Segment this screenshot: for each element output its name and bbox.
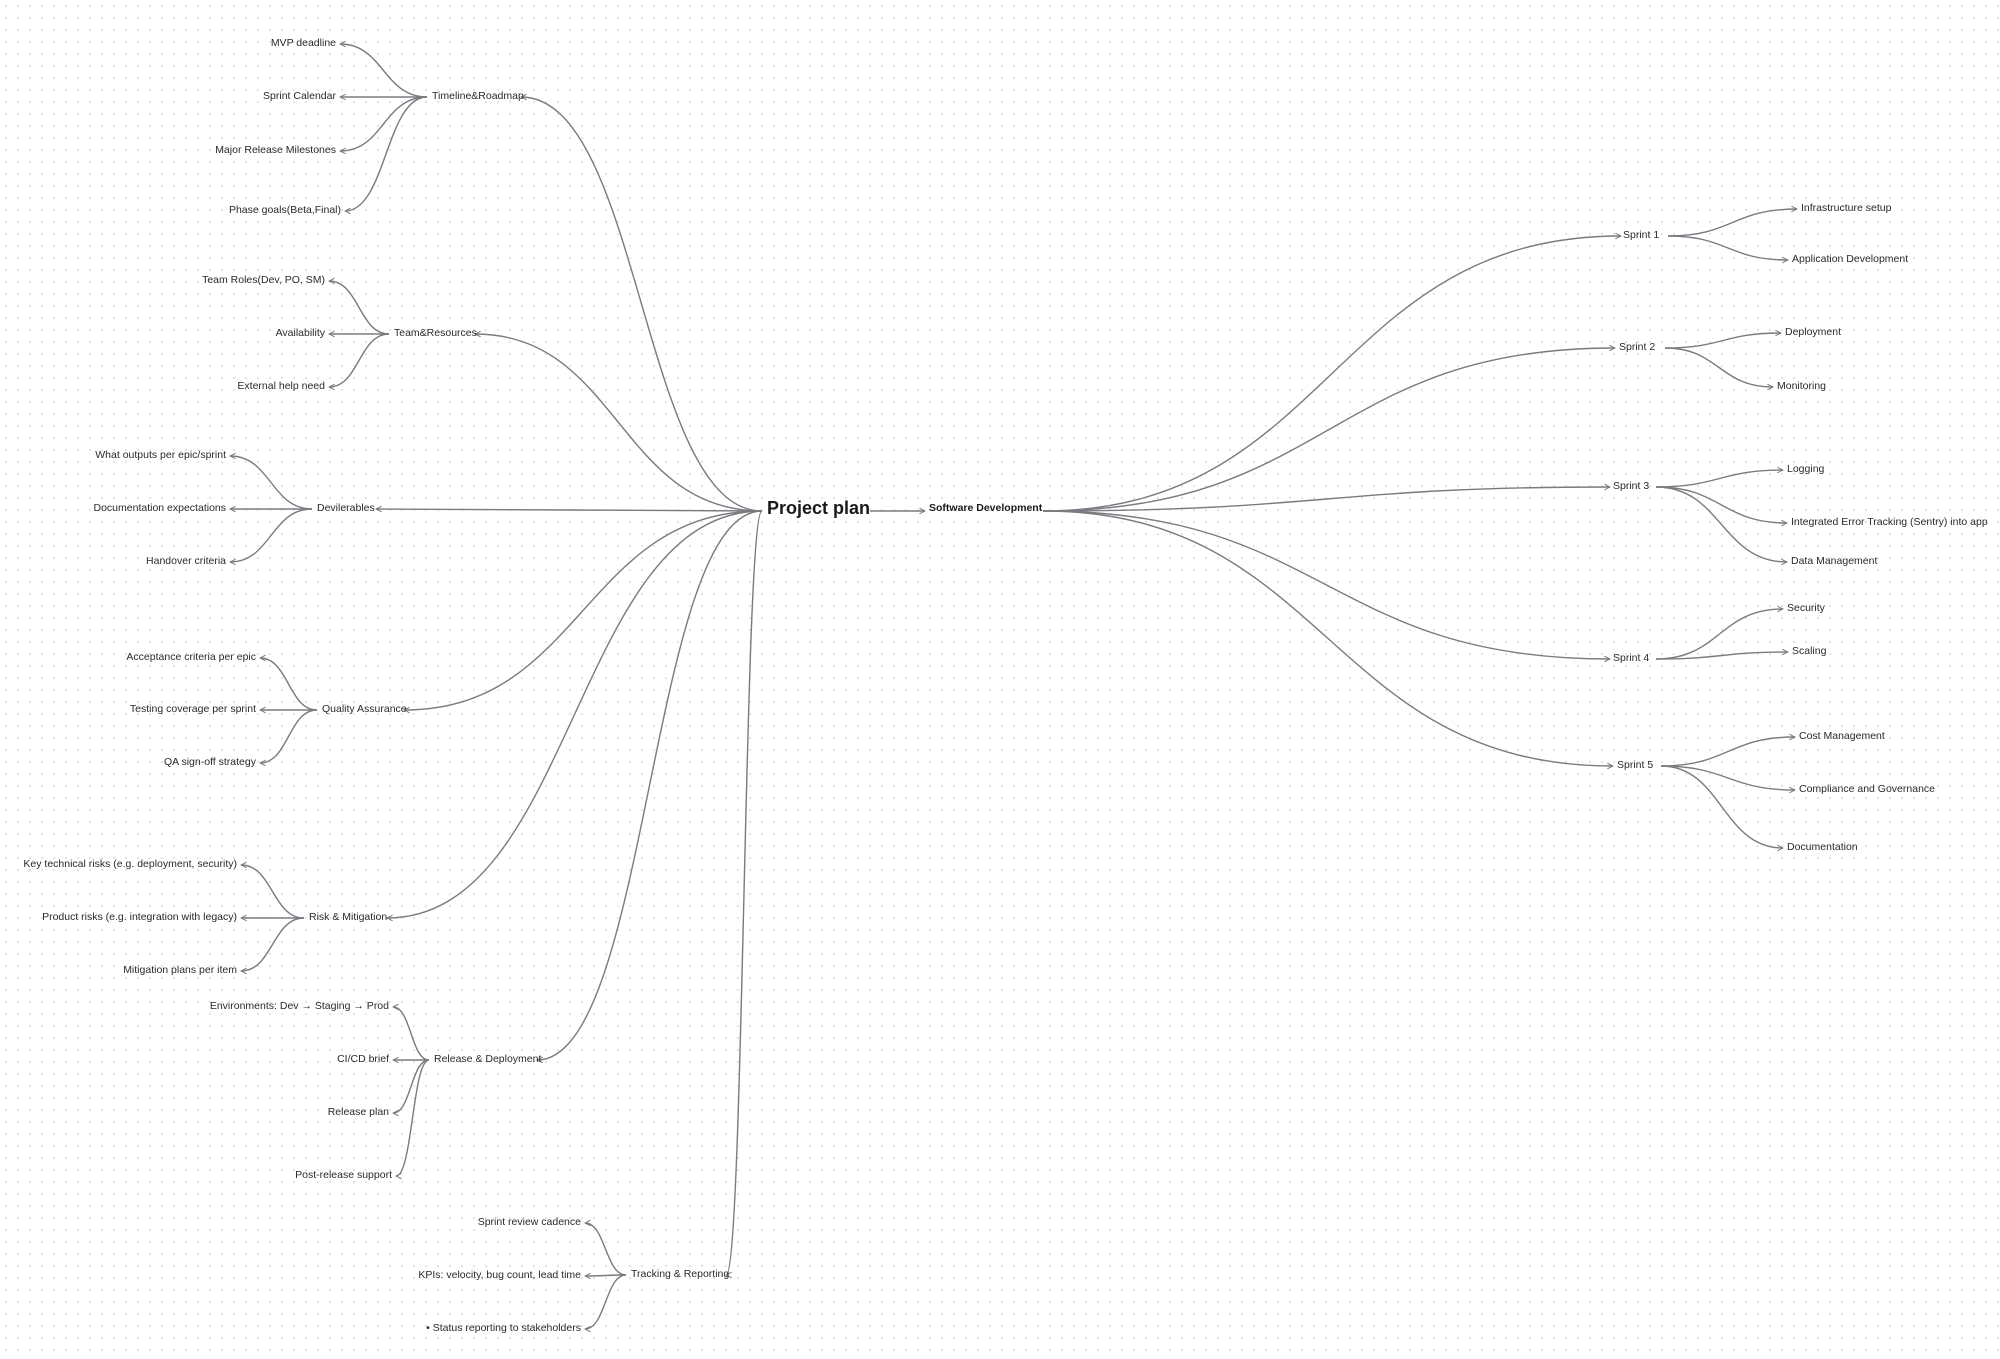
leaf-item[interactable]: Handover criteria: [146, 555, 226, 567]
leaf-item[interactable]: Product risks (e.g. integration with leg…: [42, 911, 237, 923]
leaf-item[interactable]: Release plan: [328, 1106, 389, 1118]
sprint-3-node[interactable]: Sprint 3: [1613, 480, 1649, 492]
edge-root-to-branch-4: [404, 510, 763, 710]
leaf-item[interactable]: Sprint Calendar: [263, 90, 336, 102]
branch-quality-assurance[interactable]: Quality Assurance: [322, 703, 407, 715]
edge-branch-1-leaf: [340, 44, 428, 98]
edge-branch-7-leaf: [585, 1275, 627, 1276]
software-development-label: Software Development: [929, 502, 1043, 514]
root-label: Project plan: [767, 498, 870, 518]
leaf-item[interactable]: • Status reporting to stakeholders: [426, 1322, 581, 1334]
edge-sprint-3-item: [1655, 470, 1783, 488]
sprint-5-node[interactable]: Sprint 5: [1617, 759, 1653, 771]
edge-to-sprint-1: [1042, 236, 1621, 512]
edge-branch-6-leaf: [396, 1059, 430, 1176]
edge-sprint-5-item: [1660, 765, 1795, 790]
sprint-2-item[interactable]: Monitoring: [1777, 380, 1826, 392]
edge-sprint-4-item: [1655, 609, 1783, 660]
edge-branch-6-leaf: [393, 1007, 430, 1061]
branch-release-deployment[interactable]: Release & Deployment: [434, 1053, 541, 1065]
edge-branch-4-leaf: [260, 709, 318, 763]
edge-sprint-3-item: [1655, 486, 1787, 562]
leaf-item[interactable]: External help need: [237, 380, 325, 392]
connector-lines: [230, 44, 1797, 1329]
leaf-item[interactable]: CI/CD brief: [337, 1053, 389, 1065]
sprint-5-item[interactable]: Compliance and Governance: [1799, 783, 1935, 795]
edge-root-to-branch-3: [376, 509, 763, 511]
branch-nodes: Timeline&Roadmap Team&Resources Devilera…: [309, 90, 729, 1280]
edge-root-to-branch-7: [726, 510, 763, 1275]
leaf-item[interactable]: Environments: Dev → Staging → Prod: [210, 1000, 389, 1012]
sprint-1-item[interactable]: Application Development: [1792, 253, 1908, 265]
branch-devilerables[interactable]: Devilerables: [317, 502, 375, 514]
leaf-item[interactable]: Availability: [276, 327, 326, 339]
edge-branch-7-leaf: [585, 1274, 627, 1329]
leaf-item[interactable]: Sprint review cadence: [478, 1216, 581, 1228]
leaf-item[interactable]: Key technical risks (e.g. deployment, se…: [23, 858, 237, 870]
edge-to-sprint-3: [1042, 487, 1610, 512]
branch-timeline-roadmap[interactable]: Timeline&Roadmap: [432, 90, 524, 102]
edge-root-to-branch-1: [521, 97, 763, 512]
branch-risk-mitigation[interactable]: Risk & Mitigation: [309, 911, 387, 923]
leaf-item[interactable]: Major Release Milestones: [215, 144, 336, 156]
edge-branch-6-leaf: [393, 1059, 430, 1113]
edge-branch-2-leaf: [329, 333, 390, 387]
software-development-node[interactable]: Software Development: [929, 502, 1043, 514]
edge-branch-5-leaf: [241, 917, 305, 971]
sprint-4-item[interactable]: Security: [1787, 602, 1826, 614]
edge-root-to-branch-6: [537, 510, 763, 1060]
sprint-5-item[interactable]: Documentation: [1787, 841, 1858, 853]
root-node[interactable]: Project plan: [767, 498, 870, 518]
leaf-item[interactable]: Team Roles(Dev, PO, SM): [202, 274, 325, 286]
edge-branch-3-leaf: [230, 456, 313, 510]
edge-branch-2-leaf: [329, 281, 390, 335]
edge-branch-5-leaf: [241, 865, 305, 919]
edge-sprint-3-item: [1655, 486, 1787, 523]
edge-sprint-1-item: [1667, 235, 1788, 260]
edge-to-sprint-4: [1042, 510, 1610, 659]
edge-sprint-4-item: [1655, 652, 1788, 660]
branch-tracking-reporting[interactable]: Tracking & Reporting: [631, 1268, 729, 1280]
leaf-item[interactable]: What outputs per epic/sprint: [95, 449, 226, 461]
leaf-item[interactable]: MVP deadline: [271, 37, 336, 49]
edge-root-to-branch-2: [475, 334, 763, 512]
edge-sprint-5-item: [1660, 765, 1783, 848]
branch-team-resources[interactable]: Team&Resources: [394, 327, 477, 339]
leaf-item[interactable]: Post-release support: [295, 1169, 392, 1181]
edge-to-sprint-2: [1042, 348, 1615, 512]
edge-branch-7-leaf: [585, 1223, 627, 1276]
edge-sprint-5-item: [1660, 737, 1795, 767]
leaf-item[interactable]: Documentation expectations: [94, 502, 227, 514]
edge-sprint-2-item: [1664, 347, 1773, 387]
sprint-4-node[interactable]: Sprint 4: [1613, 652, 1649, 664]
sprint-items: Infrastructure setup Application Develop…: [1777, 202, 1988, 853]
leaf-item[interactable]: Acceptance criteria per epic: [126, 651, 256, 663]
sprint-5-item[interactable]: Cost Management: [1799, 730, 1885, 742]
sprint-3-item[interactable]: Integrated Error Tracking (Sentry) into …: [1791, 516, 1988, 528]
sprint-2-item[interactable]: Deployment: [1785, 326, 1841, 338]
edge-branch-1-leaf: [345, 96, 428, 211]
edge-branch-1-leaf: [340, 96, 428, 151]
edge-branch-3-leaf: [230, 508, 313, 562]
sprint-2-node[interactable]: Sprint 2: [1619, 341, 1655, 353]
sprint-3-item[interactable]: Data Management: [1791, 555, 1877, 567]
sprint-1-item[interactable]: Infrastructure setup: [1801, 202, 1892, 214]
edge-to-sprint-5: [1042, 510, 1613, 766]
leaf-item[interactable]: Testing coverage per sprint: [130, 703, 256, 715]
sprint-nodes: Sprint 1 Sprint 2 Sprint 3 Sprint 4 Spri…: [1613, 229, 1659, 771]
edge-branch-4-leaf: [260, 658, 318, 711]
leaf-items: MVP deadline Sprint Calendar Major Relea…: [23, 37, 581, 1334]
sprint-4-item[interactable]: Scaling: [1792, 645, 1827, 657]
edge-sprint-1-item: [1667, 209, 1797, 237]
sprint-3-item[interactable]: Logging: [1787, 463, 1825, 475]
edge-root-to-branch-5: [387, 510, 763, 918]
edge-sprint-2-item: [1664, 333, 1781, 349]
sprint-1-node[interactable]: Sprint 1: [1623, 229, 1659, 241]
leaf-item[interactable]: QA sign-off strategy: [164, 756, 257, 768]
leaf-item[interactable]: Mitigation plans per item: [123, 964, 237, 976]
leaf-item[interactable]: Phase goals(Beta,Final): [229, 204, 341, 216]
leaf-item[interactable]: KPIs: velocity, bug count, lead time: [418, 1269, 581, 1281]
